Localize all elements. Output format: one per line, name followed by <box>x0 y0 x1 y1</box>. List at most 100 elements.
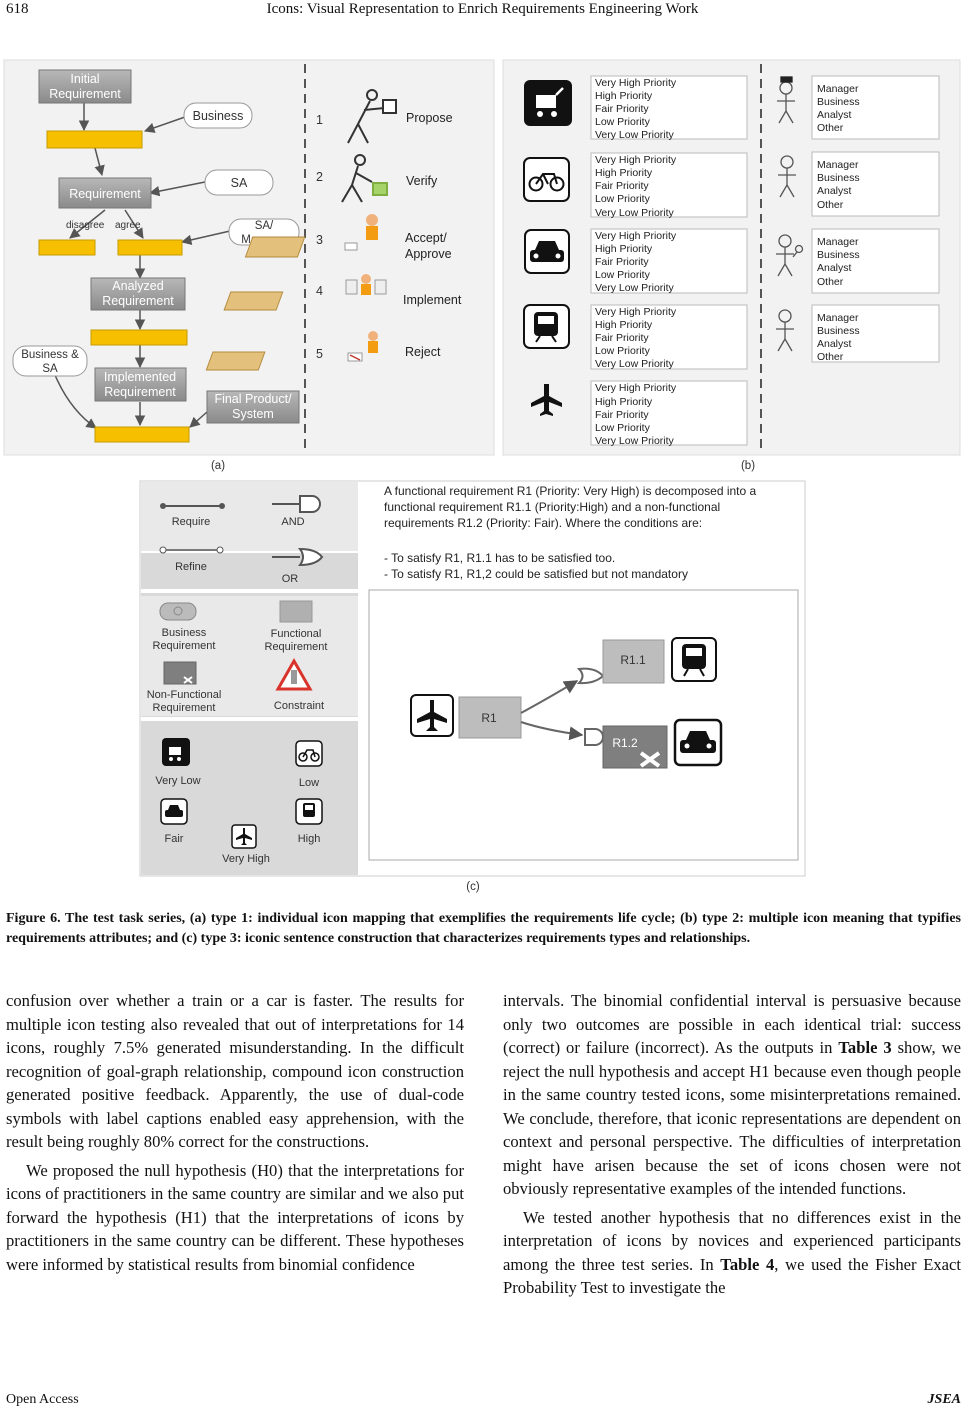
right-column: intervals. The binomial confidential int… <box>503 989 961 1300</box>
implemented-requirement-box: Implemented Requirement <box>94 367 187 402</box>
diagram-airplane-icon <box>410 694 454 737</box>
svg-text:Business: Business <box>817 325 860 337</box>
svg-text:Analyst: Analyst <box>817 109 852 121</box>
priority-list-2: Very High Priority High Priority Fair Pr… <box>590 152 748 219</box>
svg-text:Very High Priority: Very High Priority <box>595 306 677 318</box>
panel-a-caption: (a) <box>211 460 225 472</box>
priority-list-3: Very High Priority High Priority Fair Pr… <box>590 228 748 294</box>
priority-list-1: Very High Priority High Priority Fair Pr… <box>590 75 748 141</box>
svg-text:System: System <box>232 407 274 421</box>
svg-text:Business: Business <box>193 109 244 123</box>
and-label: AND <box>281 516 304 528</box>
svg-text:Requirement: Requirement <box>102 294 174 308</box>
svg-text:Very Low Priority: Very Low Priority <box>595 282 675 294</box>
verify-icon <box>341 154 388 203</box>
svg-text:Initial: Initial <box>70 72 99 86</box>
verify-label: Verify <box>406 174 438 188</box>
svg-text:Very Low Priority: Very Low Priority <box>595 435 675 447</box>
yellow-box <box>94 426 190 443</box>
svg-text:SA: SA <box>231 176 248 190</box>
svg-text:Low Priority: Low Priority <box>595 422 651 434</box>
svg-text:Business: Business <box>817 96 860 108</box>
diagram-train-icon <box>671 637 717 682</box>
other-stick-figure-icon <box>776 309 794 352</box>
paragraph: We tested another hypothesis that no dif… <box>503 1207 961 1298</box>
svg-text:Analyst: Analyst <box>817 338 852 350</box>
high-label: High <box>298 833 321 845</box>
implement-label: Implement <box>403 293 462 307</box>
svg-text:Low Priority: Low Priority <box>595 116 651 128</box>
svg-text:Other: Other <box>817 199 844 211</box>
approve-label: Approve <box>405 247 452 261</box>
svg-text:R1.2: R1.2 <box>612 736 638 750</box>
train-icon <box>523 304 570 349</box>
functional-requirement-icon <box>279 600 313 623</box>
step-5-number: 5 <box>316 347 323 361</box>
manager-stick-figure-icon <box>777 76 795 124</box>
reject-icon <box>205 331 378 371</box>
yellow-box <box>46 130 143 149</box>
and-gate-icon <box>584 728 604 746</box>
svg-text:Manager: Manager <box>817 312 859 324</box>
svg-text:A functional requirement R1 (P: A functional requirement R1 (Priority: V… <box>384 484 757 498</box>
business-stick-figure-icon <box>778 155 796 198</box>
diagram-car-icon <box>673 718 723 767</box>
priority-list-5: Very High Priority High Priority Fair Pr… <box>590 380 748 447</box>
panel-c-description: A functional requirement R1 (Priority: V… <box>384 484 757 581</box>
very-low-label: Very Low <box>155 775 200 787</box>
very-high-airplane-icon <box>231 824 257 849</box>
journal-name: JSEA <box>927 1392 961 1407</box>
requirement-box: Requirement <box>58 177 152 209</box>
figure-6: Initial Requirement Requirement disagree… <box>3 59 961 893</box>
yellow-box <box>38 239 96 256</box>
svg-text:High Priority: High Priority <box>595 90 653 102</box>
require-symbol <box>160 503 225 509</box>
stroller-icon <box>524 80 572 126</box>
svg-text:- To satisfy R1, R1,2 could be: - To satisfy R1, R1,2 could be satisfied… <box>384 567 688 581</box>
svg-text:Very High Priority: Very High Priority <box>595 154 677 166</box>
panel-c-caption: (c) <box>466 881 480 893</box>
page-footer: Open Access JSEA <box>6 1392 961 1408</box>
svg-text:Very Low Priority: Very Low Priority <box>595 358 675 370</box>
svg-text:Business &: Business & <box>21 349 79 361</box>
accept-icon <box>244 214 378 258</box>
or-gate-icon <box>272 547 324 567</box>
svg-text:Requirement: Requirement <box>49 87 121 101</box>
or-label: OR <box>282 573 299 585</box>
panel-a: Initial Requirement Requirement disagree… <box>3 59 495 472</box>
svg-text:Other: Other <box>817 351 844 363</box>
svg-text:Functional: Functional <box>271 628 322 640</box>
non-functional-requirement-icon <box>163 661 197 685</box>
role-list-4: Manager Business Analyst Other <box>811 304 940 363</box>
svg-text:requirements R1.2 (Priority: F: requirements R1.2 (Priority: Fair). Wher… <box>384 516 702 530</box>
running-title: Icons: Visual Representation to Enrich R… <box>266 1 699 17</box>
require-label: Require <box>172 516 211 528</box>
airplane-icon <box>531 384 562 416</box>
svg-text:Manager: Manager <box>817 236 859 248</box>
yellow-box <box>90 329 188 346</box>
car-icon <box>524 229 570 274</box>
svg-text:Business: Business <box>162 627 207 639</box>
svg-text:Analyzed: Analyzed <box>112 279 163 293</box>
agree-label: agree <box>115 220 141 231</box>
figure-caption: Figure 6. The test task series, (a) type… <box>6 911 961 946</box>
priority-list-4: Very High Priority High Priority Fair Pr… <box>590 304 748 370</box>
svg-text:Low Priority: Low Priority <box>595 345 651 357</box>
svg-text:Very High Priority: Very High Priority <box>595 230 677 242</box>
r1-1-box: R1.1 <box>602 639 665 684</box>
constraint-warning-icon <box>275 657 313 691</box>
svg-text:Non-Functional: Non-Functional <box>147 689 222 701</box>
implement-icon <box>223 274 387 311</box>
panel-b: Very High Priority High Priority Fair Pr… <box>502 59 961 472</box>
propose-label: Propose <box>406 111 453 125</box>
svg-text:Other: Other <box>817 276 844 288</box>
svg-text:Fair Priority: Fair Priority <box>595 409 649 421</box>
svg-text:Manager: Manager <box>817 159 859 171</box>
svg-text:Very High Priority: Very High Priority <box>595 77 677 89</box>
step-3-number: 3 <box>316 233 323 247</box>
svg-text:Analyst: Analyst <box>817 262 852 274</box>
role-list-1: Manager Business Analyst Other <box>811 75 940 140</box>
paragraph: intervals. The binomial confidential int… <box>503 991 961 1198</box>
svg-text:Final Product/: Final Product/ <box>214 392 292 406</box>
reject-label: Reject <box>405 345 441 359</box>
